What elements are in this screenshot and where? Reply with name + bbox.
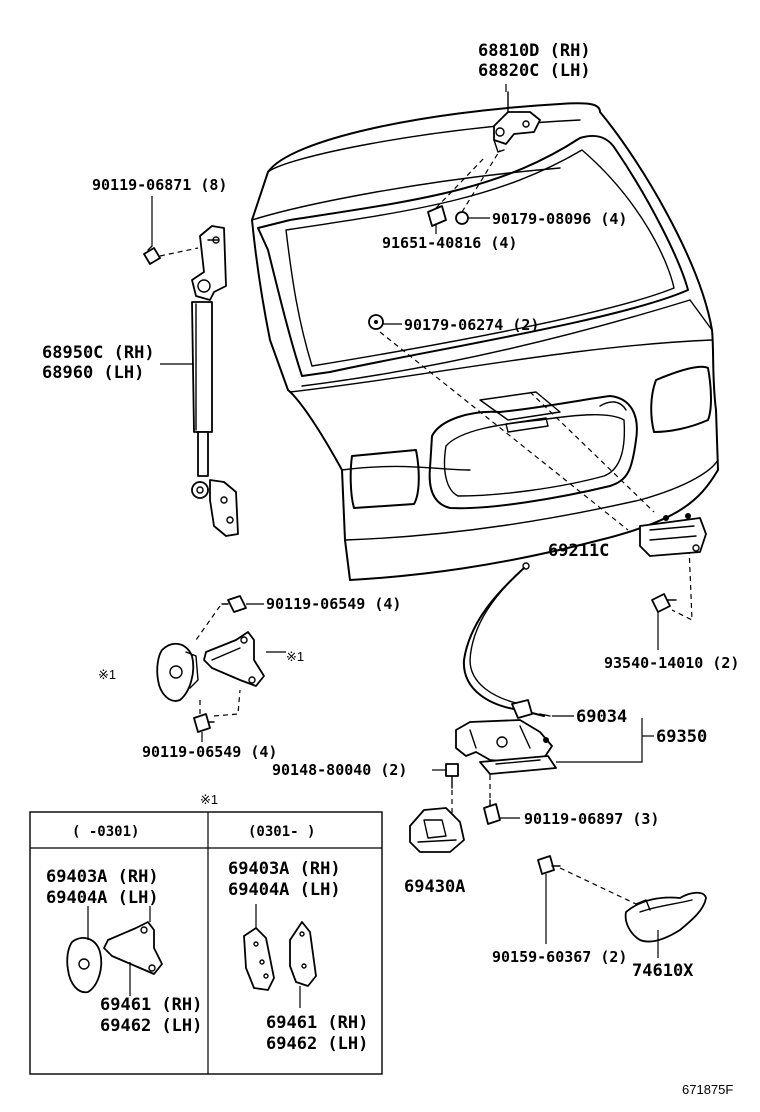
back-door-panel [251, 102, 719, 581]
label-hinge-rh: 68810D (RH) [478, 41, 591, 61]
inset-col1-bottom-rh: 69461 (RH) [100, 995, 202, 1015]
inset-col2-bottom-rh: 69461 (RH) [266, 1013, 368, 1033]
latch-bolt [483, 772, 520, 825]
label-bolt-hinge: 91651-40816 (4) [382, 234, 517, 252]
label-bolt-top-left: 90119-06871 (8) [92, 176, 227, 194]
part-labels: 68810D (RH) 68820C (LH) 90119-06871 (8) … [42, 41, 739, 1097]
figure-id: 671875F [682, 1082, 733, 1097]
hinge-bolt [427, 155, 487, 234]
lock-dash-line [529, 391, 655, 513]
label-lock-assy: 69350 [656, 727, 707, 747]
cable-part [462, 562, 574, 719]
label-nut-center: 90179-06274 (2) [404, 316, 539, 334]
center-nut [368, 314, 629, 531]
handle-part [537, 855, 707, 958]
label-bolt-latch: 90119-06897 (3) [524, 810, 659, 828]
inset-table [29, 811, 383, 1075]
inset-col1-top-lh: 69404A (LH) [46, 888, 159, 908]
hinge-nut [455, 149, 501, 225]
label-ref-mark-left: ※1 [98, 667, 116, 682]
label-nut-hinge: 90179-08096 (4) [492, 210, 627, 228]
label-lock-cyl: 69211C [548, 541, 609, 561]
label-stay-rh: 68950C (RH) [42, 343, 155, 363]
inset-col1-header: ( -0301) [72, 824, 139, 840]
label-cable: 69034 [576, 707, 627, 727]
inset-col2-top-lh: 69404A (LH) [228, 880, 341, 900]
label-striker: 69430A [404, 877, 465, 897]
label-bolt-upper-mid: 90119-06549 (4) [266, 595, 401, 613]
label-handle: 74610X [632, 961, 694, 981]
label-ref-mark-inset: ※1 [200, 792, 218, 807]
lock-screw-dash [671, 521, 693, 621]
lock-cylinder-part [639, 513, 707, 650]
inset-col1-bottom-lh: 69462 (LH) [100, 1016, 202, 1036]
label-bolt-striker: 90148-80040 (2) [272, 761, 407, 779]
door-lock-assembly [455, 718, 654, 775]
inset-col2-header: (0301- ) [248, 824, 315, 840]
label-ref-mark-right: ※1 [286, 649, 304, 664]
inset-col2-top-rh: 69403A (RH) [228, 859, 341, 879]
label-screw-handle: 90159-60367 (2) [492, 948, 627, 966]
label-bolt-lower-mid: 90119-06549 (4) [142, 743, 277, 761]
hinge-part [493, 84, 541, 153]
stay-assembly [143, 196, 239, 537]
label-hinge-lh: 68820C (LH) [478, 61, 591, 81]
label-stay-lh: 68960 (LH) [42, 363, 144, 383]
mid-bracket-group [156, 595, 286, 742]
label-screw-lock: 93540-14010 (2) [604, 654, 739, 672]
striker-part [409, 763, 465, 853]
inset-col1-top-rh: 69403A (RH) [46, 867, 159, 887]
inset-col2-bottom-lh: 69462 (LH) [266, 1034, 368, 1054]
